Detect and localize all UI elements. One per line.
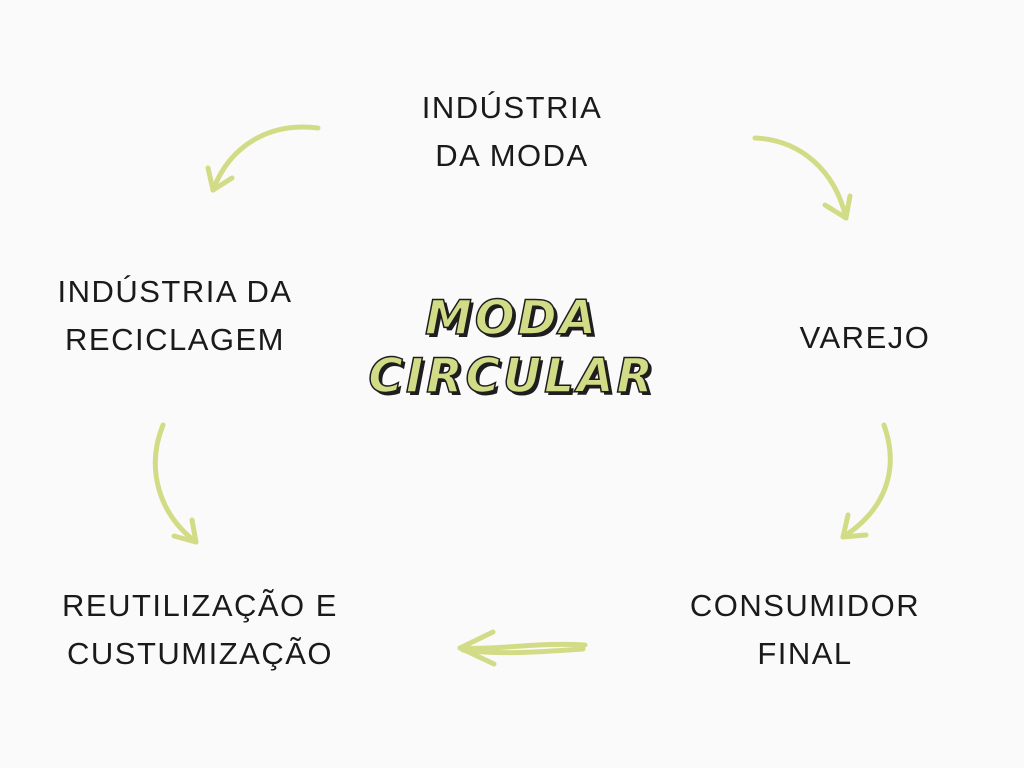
arrow-top-to-right <box>752 135 853 221</box>
node-industria-da-reciclagem: INDÚSTRIA DA RECICLAGEM <box>20 268 330 364</box>
node-varejo: VAREJO <box>770 314 960 362</box>
node-reutilizacao-e-custumizacao: REUTILIZAÇÃO E CUSTUMIZAÇÃO <box>30 582 370 678</box>
node-left-line2: RECICLAGEM <box>65 322 285 357</box>
node-bottom-left-line1: REUTILIZAÇÃO E <box>62 588 338 623</box>
node-left-line1: INDÚSTRIA DA <box>57 274 293 309</box>
node-bottom-right-line2: FINAL <box>757 636 853 671</box>
node-consumidor-final: CONSUMIDOR FINAL <box>660 582 950 678</box>
node-top-line2: DA MODA <box>435 138 589 173</box>
arrow-right-to-bottom-right <box>840 422 893 540</box>
arrow-bottom-right-to-bottom-left <box>457 629 588 667</box>
node-bottom-left-line2: CUSTUMIZAÇÃO <box>67 636 333 671</box>
node-industria-da-moda: INDÚSTRIA DA MODA <box>362 84 662 180</box>
center-title-line2: CIRCULAR <box>368 348 656 405</box>
node-bottom-right-line1: CONSUMIDOR <box>689 588 921 623</box>
node-right-line1: VAREJO <box>799 320 931 355</box>
center-title-line1: MODA <box>424 290 600 347</box>
center-title-moda-circular: MODA CIRCULAR <box>337 290 687 406</box>
node-top-line1: INDÚSTRIA <box>421 90 603 125</box>
arrow-top-to-left <box>205 124 321 193</box>
arrow-left-to-bottom-left <box>153 422 199 545</box>
